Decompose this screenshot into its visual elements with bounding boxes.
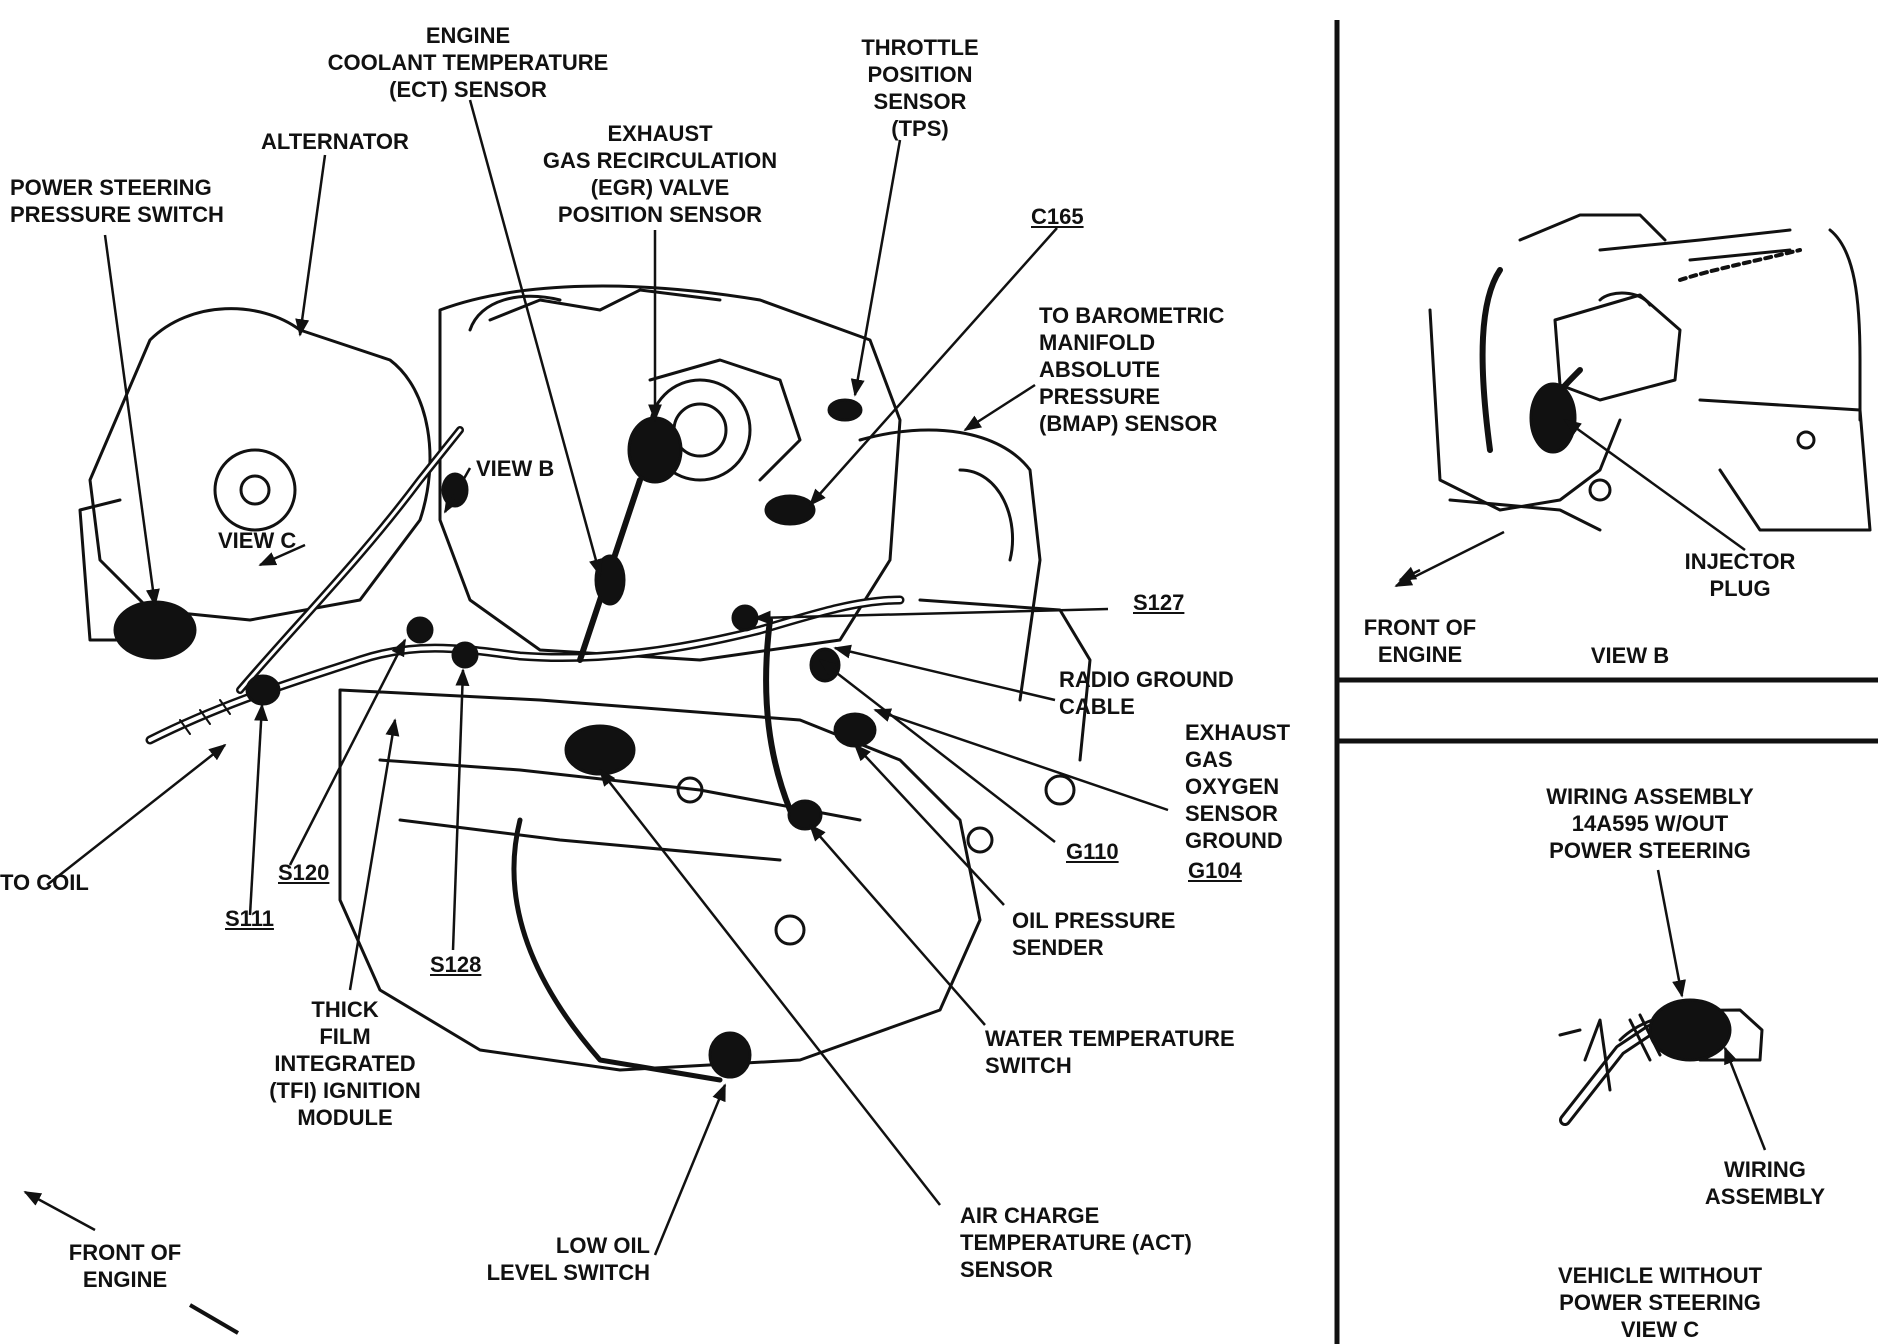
view-c-title: VEHICLE WITHOUT POWER STEERING VIEW C <box>1557 1263 1763 1342</box>
tfi-module-label: THICK FILM INTEGRATED (TFI) IGNITION MOD… <box>269 997 421 1130</box>
view-b-illustration <box>1428 213 1872 532</box>
front-of-engine-label: FRONT OF ENGINE <box>68 1240 182 1292</box>
water-temp-switch-label: WATER TEMPERATURE SWITCH <box>985 1026 1235 1078</box>
front-tail <box>188 1303 240 1335</box>
ego-sensor-ground-label: EXHAUST GAS OXYGEN SENSOR GROUND <box>1185 720 1291 853</box>
engine-illustration <box>78 284 1092 1083</box>
act-sensor-label: AIR CHARGE TEMPERATURE (ACT) SENSOR <box>960 1203 1192 1282</box>
leader-lines <box>23 99 1421 1256</box>
panel-dividers <box>1334 20 1878 1344</box>
ps-pressure-switch-label: POWER STEERING PRESSURE SWITCH <box>10 175 224 227</box>
view-b-front-label: FRONT OF ENGINE <box>1363 615 1477 667</box>
c165-label: C165 <box>1031 204 1084 229</box>
view-c-leaders <box>1656 869 1767 1151</box>
wiring-assembly-label: WIRING ASSEMBLY <box>1704 1157 1826 1209</box>
to-coil-label: TO COIL <box>0 870 89 895</box>
ect-sensor-label: ENGINE COOLANT TEMPERATURE (ECT) SENSOR <box>327 23 609 102</box>
radio-ground-label: RADIO GROUND CABLE <box>1059 667 1234 719</box>
s128-label: S128 <box>430 952 482 977</box>
injector-plug-label: INJECTOR PLUG <box>1684 549 1796 601</box>
g110-label: G110 <box>1066 839 1119 864</box>
g104-label: G104 <box>1188 858 1242 883</box>
view-c-illustration <box>1558 998 1764 1126</box>
wiring-assembly-14a595-label: WIRING ASSEMBLY 14A595 W/OUT POWER STEER… <box>1546 784 1754 863</box>
view-b-title: VIEW B <box>1590 643 1670 668</box>
view-b-leaders <box>1394 418 1746 588</box>
s111-label: S111 <box>225 906 274 931</box>
view-b-callout: VIEW B <box>476 456 555 481</box>
low-oil-switch-label: LOW OIL LEVEL SWITCH <box>486 1233 650 1285</box>
egr-sensor-label: EXHAUST GAS RECIRCULATION (EGR) VALVE PO… <box>542 121 778 227</box>
tps-label: THROTTLE POSITION SENSOR (TPS) <box>861 35 979 141</box>
alternator-label: ALTERNATOR <box>261 129 409 154</box>
s127-label: S127 <box>1133 590 1185 615</box>
oil-pressure-sender-label: OIL PRESSURE SENDER <box>1012 908 1176 960</box>
bmap-sensor-label: TO BAROMETRIC MANIFOLD ABSOLUTE PRESSURE… <box>1039 303 1225 436</box>
s120-label: S120 <box>278 860 330 885</box>
view-c-callout: VIEW C <box>218 528 297 553</box>
